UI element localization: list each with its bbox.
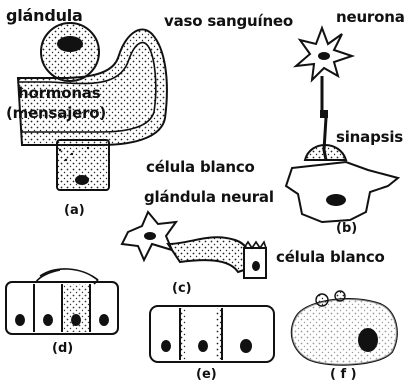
label-neurona: neurona [336, 10, 405, 25]
label-hormonas: hormonas [18, 86, 100, 101]
label-glandula-neural: glándula neural [144, 190, 274, 205]
panel-label-f: ( f ) [330, 368, 357, 381]
panel-label-a: (a) [64, 204, 85, 217]
panel-label-e: (e) [196, 368, 217, 381]
panel-d-figure [6, 269, 118, 334]
panel-e-figure [150, 306, 274, 362]
panel-label-d: (d) [52, 342, 73, 355]
target-cell-b [286, 162, 398, 222]
label-celula-blanco-a: célula blanco [146, 160, 255, 175]
label-mensajero: (mensajero) [6, 106, 106, 121]
synapse-terminal [305, 145, 346, 160]
label-sinapsis: sinapsis [336, 130, 403, 145]
label-celula-blanco-c: célula blanco [276, 250, 385, 265]
label-vaso-sanguineo: vaso sanguíneo [164, 14, 293, 29]
target-nucleus-a [75, 175, 89, 185]
panel-c-figure [122, 212, 266, 278]
label-glandula: glándula [6, 8, 83, 24]
gland-nucleus [57, 36, 83, 52]
panel-f-figure [292, 291, 397, 365]
neural-process [168, 237, 250, 272]
panel-label-b: (b) [336, 222, 357, 235]
panel-b-figure [286, 28, 398, 222]
panel-label-c: (c) [172, 282, 192, 295]
